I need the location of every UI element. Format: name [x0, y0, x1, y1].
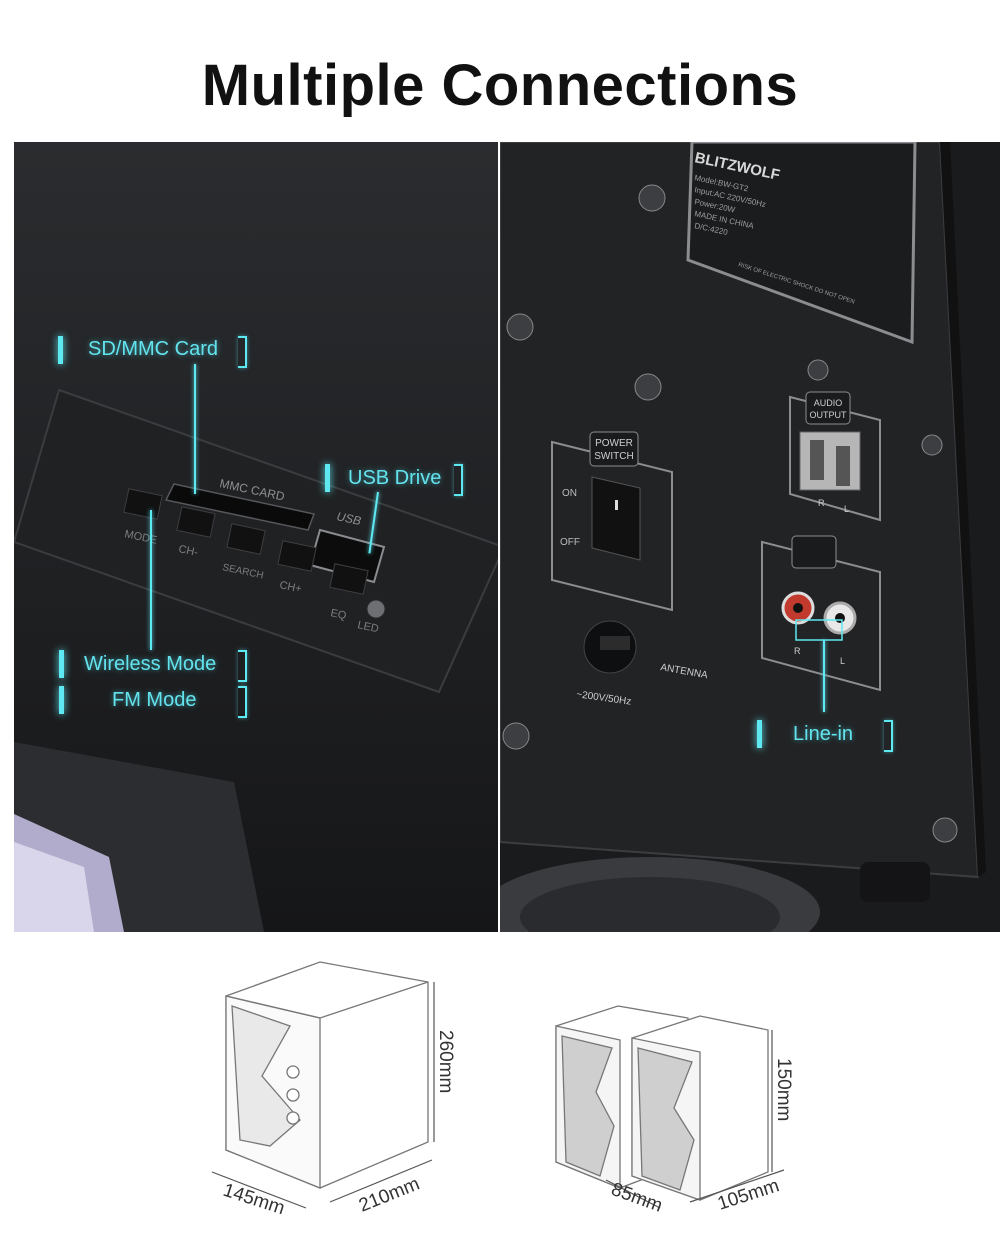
sd-callout-line: [194, 364, 196, 494]
subwoofer-height-label: 260mm: [435, 1030, 456, 1093]
mode-button[interactable]: [123, 488, 163, 520]
fm-callout-marker: [59, 686, 64, 714]
audio-input-frame: [761, 540, 881, 692]
screw-icon: [921, 434, 943, 456]
sd-slot: [164, 483, 316, 531]
sd-callout-label: SD/MMC Card: [88, 338, 219, 360]
ch-minus-label: CH-: [177, 543, 199, 559]
power-switch-label-bottom: SWITCH: [594, 451, 633, 462]
led-indicator: [366, 599, 386, 619]
dimension-drawings: 260mm 145mm 210mm 150mm 85mm 105mm: [211, 961, 794, 1220]
line-in-callout-label: Line-in: [793, 723, 854, 745]
screw-icon: [807, 359, 829, 381]
subwoofer-depth-label: 210mm: [356, 1173, 423, 1216]
eq-button[interactable]: [329, 563, 369, 595]
audio-input-r-label: R: [794, 646, 801, 656]
screw-icon: [638, 184, 666, 212]
usb-label: USB: [335, 509, 362, 528]
audio-input-l-label: L: [840, 656, 845, 666]
subwoofer-width-label: 145mm: [220, 1180, 287, 1220]
satellite-drawing: [555, 1005, 769, 1201]
wireless-callout-marker: [59, 650, 64, 678]
switch-on-label: ON: [562, 488, 577, 499]
search-button[interactable]: [226, 523, 266, 555]
audio-output-r-label: R: [818, 498, 825, 508]
rear-panel-photo: BLITZWOLF Model:BW-GT2 Input:AC 220V/50H…: [500, 142, 1000, 932]
screw-icon: [932, 817, 958, 843]
screw-icon: [506, 313, 534, 341]
wireless-callout-label: Wireless Mode: [84, 653, 217, 675]
line-in-callout-line: [823, 640, 825, 712]
page-title: Multiple Connections: [201, 53, 799, 118]
screw-icon: [634, 373, 662, 401]
switch-off-label: OFF: [560, 537, 580, 548]
mode-callout-line: [150, 510, 152, 650]
ch-minus-button[interactable]: [176, 506, 216, 538]
eq-label: EQ: [329, 607, 347, 622]
subwoofer-drawing: [225, 961, 429, 1189]
usb-callout-bracket: [454, 464, 463, 496]
power-switch-label-box: [589, 431, 639, 467]
ch-plus-button[interactable]: [277, 540, 317, 572]
fm-callout-label: FM Mode: [112, 689, 197, 711]
screw-icon: [502, 722, 530, 750]
fm-callout-bracket: [238, 686, 247, 718]
label-plate: [686, 142, 917, 345]
rear-panel-illustration: BLITZWOLF Model:BW-GT2 Input:AC 220V/50H…: [500, 142, 986, 932]
power-switch[interactable]: [591, 476, 641, 561]
ch-plus-label: CH+: [278, 579, 302, 595]
usb-callout-label: USB Drive: [348, 467, 442, 489]
sd-callout-bracket: [238, 336, 247, 368]
line-in-callout-marker: [757, 720, 762, 748]
wireless-callout-bracket: [238, 650, 247, 682]
sd-callout-marker: [58, 336, 63, 364]
line-in-callout-bracket: [884, 720, 893, 752]
front-panel-illustration: MMC CARD USB MODE CH- SEARCH CH+ EQ LED: [14, 388, 498, 932]
front-panel-photo: MMC CARD USB MODE CH- SEARCH CH+ EQ LED …: [14, 142, 498, 932]
audio-output-terminal[interactable]: [799, 431, 861, 491]
audio-output-label-bottom: OUTPUT: [810, 410, 848, 420]
audio-output-l-label: L: [844, 504, 849, 514]
led-label: LED: [356, 619, 379, 635]
satellite-height-label: 150mm: [773, 1058, 794, 1121]
audio-output-label-top: AUDIO: [814, 398, 843, 408]
power-switch-label-top: POWER: [595, 438, 633, 449]
usb-callout-marker: [325, 464, 330, 492]
